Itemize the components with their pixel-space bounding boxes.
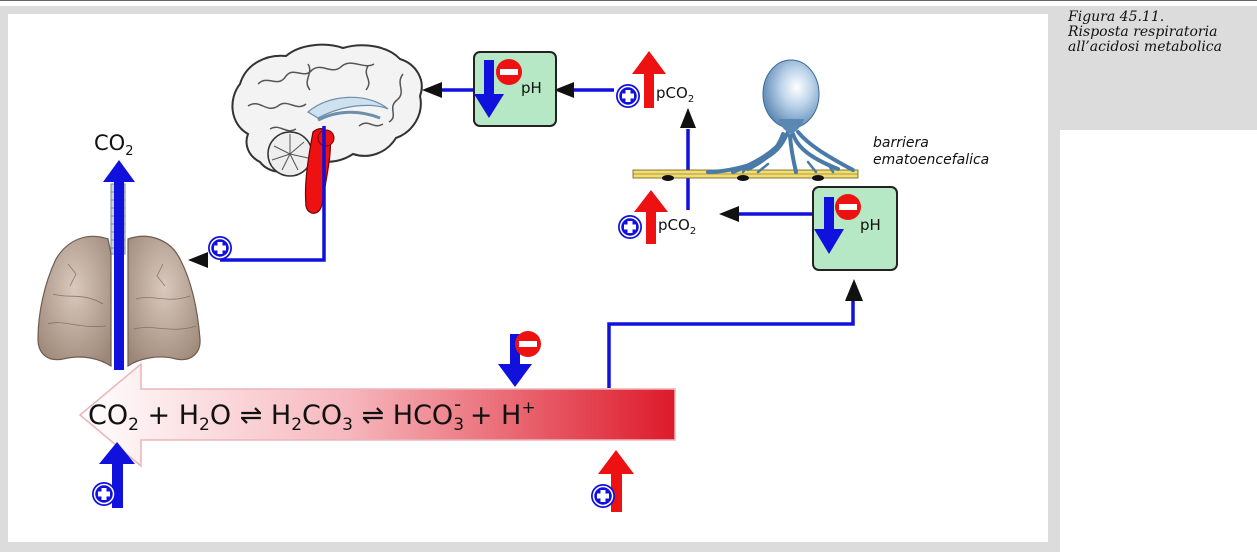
figure-caption-text: Risposta respiratoria all’acidosi metabo… [1068,24,1222,55]
csf-ph-box: pH [812,186,898,271]
pco2-lower-label: pCO2 [658,216,696,237]
figure-number: Figura 45.11. [1068,9,1165,25]
eq-co2: CO [88,400,128,431]
arrow-to-brain-ph [554,82,574,98]
pco2-lower-increase [618,190,668,244]
plus-icon [591,484,615,508]
arrow-to-csf-ph [845,279,863,301]
h-plus-feedback-line [607,300,855,388]
pco2-upper-increase [616,51,666,108]
pco2-upper-label: pCO2 [656,84,694,105]
eq-eq1: ⇌ H [231,400,291,431]
chemoreceptor-neuron [706,59,855,174]
co2-exhale-arrow [103,160,135,370]
co2-input-arrow [99,442,135,508]
arrow-to-pco2-lower [719,206,739,222]
diagram-svg: CO2 + H2O ⇌ H2CO3 ⇌ HCO3- + H+ CO2 [37,43,989,512]
eq-h-plus: + [521,398,535,418]
arrow-to-brain [422,82,442,98]
plus-icon [92,482,116,506]
blood-brain-barrier [632,169,859,181]
eq-plus-h2: + H [461,400,521,431]
eq-hco3-minus: - [454,392,461,416]
eq-co2-sub: 2 [128,415,139,435]
brain-ph-box: pH [473,51,557,127]
top-border [0,0,1257,1]
equation-text: CO2 + H2O ⇌ H2CO3 ⇌ HCO3- + H+ [88,392,536,435]
brain-ph-label: pH [521,79,542,97]
eq-co3-sub: 3 [342,415,353,435]
h-plus-increase-arrow [598,450,634,512]
hco3-decrease-arrow [498,334,532,387]
diagram-canvas: CO2 + H2O ⇌ H2CO3 ⇌ HCO3- + H+ CO2 [8,14,1048,542]
eq-h2co3-sub: 2 [291,415,302,435]
eq-plus-h: + H [139,400,199,431]
eq-co3: CO [302,400,342,431]
equation-arrow [78,362,676,468]
arrow-to-pco2-upper [680,108,696,128]
brain-to-lungs-line [220,126,326,262]
csf-ph-label: pH [860,216,881,234]
plus-icon [208,236,232,260]
minus-icon [515,331,541,357]
eq-h2o-o: O [210,400,231,431]
figure-caption: Figura 45.11. Risposta respiratoria all’… [1060,6,1257,130]
arrow-to-lungs [188,252,208,268]
eq-hco3-sub: 3 [453,415,464,435]
co2-label: CO2 [94,131,133,159]
barrier-label-line1: barriera [873,135,929,151]
barrier-label-line2: ematoencefalica [873,152,989,168]
eq-eq2: ⇌ HCO [353,400,453,431]
svg-text:CO2 + H2O ⇌ H2CO3 ⇌ HCO3- + H: CO2 + H2O ⇌ H2CO3 ⇌ HCO3- + H+ [88,392,536,435]
eq-h2o-sub: 2 [199,415,210,435]
brain-illustration [231,43,423,214]
